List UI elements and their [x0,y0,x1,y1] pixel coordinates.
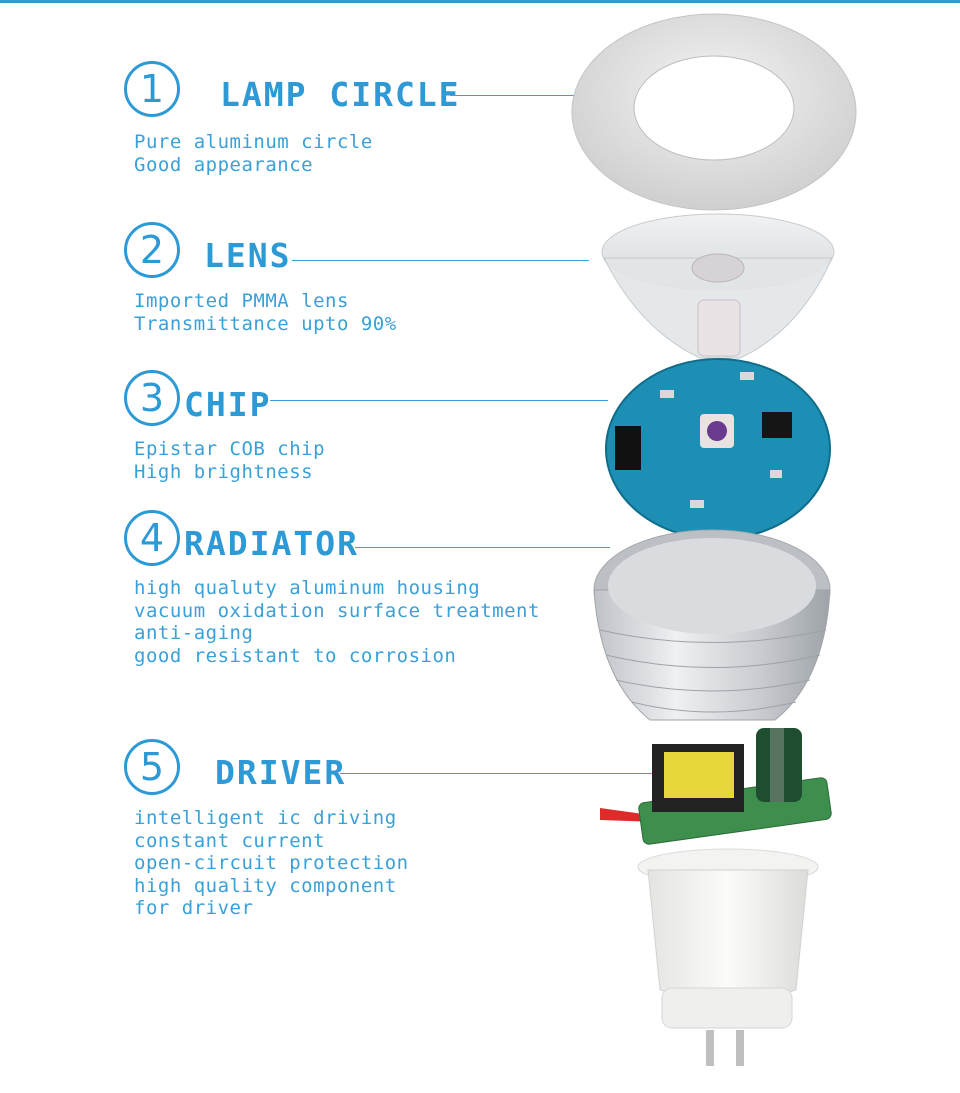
number-badge: 1 [124,61,180,117]
part-title: LENS [204,236,292,275]
radiator-cup [593,529,831,721]
description-line: Good appearance [134,153,314,176]
number-badge: 2 [124,222,180,278]
exploded-lamp-illustration [571,13,857,1066]
leader-line [450,95,575,96]
driver-board [600,728,832,845]
part-description: intelligent ic driving constant current … [134,807,409,920]
leader-line [340,773,652,774]
part-description: Epistar COB chip High brightness [134,438,325,483]
part-title: RADIATOR [184,524,359,563]
lens-shape [601,213,835,359]
description-line: high qualuty aluminum housing [134,577,481,599]
description-line: vacuum oxidation surface treatment [134,599,540,622]
description-line: anti-aging [134,622,254,644]
description-line: Imported PMMA lens [134,290,349,312]
description-line: intelligent ic driving [134,807,397,829]
description-line: Pure aluminum circle [134,131,373,153]
part-description: high qualuty aluminum housing vacuum oxi… [134,577,540,667]
part-title: LAMP CIRCLE [220,75,461,114]
description-line: Transmittance upto 90% [134,312,397,335]
leader-line [270,400,608,401]
description-line: for driver [134,897,254,919]
leader-line [355,547,610,548]
part-description: Pure aluminum circle Good appearance [134,131,373,176]
part-title: CHIP [184,385,272,424]
description-line: High brightness [134,460,314,483]
part-title: DRIVER [215,753,347,792]
description-line: open-circuit protection [134,852,409,874]
part-description: Imported PMMA lens Transmittance upto 90… [134,290,397,335]
description-line: high quality component [134,874,397,897]
description-line: Epistar COB chip [134,438,326,460]
top-accent-bar [0,0,960,3]
lamp-circle-ring [571,13,857,211]
description-line: good resistant to corrosion [134,644,457,667]
chip-pcb [605,358,831,540]
number-badge: 3 [124,370,180,426]
description-line: constant current [134,829,326,852]
number-badge: 4 [124,510,180,566]
leader-line [292,260,589,261]
lamp-base [637,848,819,1066]
number-badge: 5 [124,739,180,795]
